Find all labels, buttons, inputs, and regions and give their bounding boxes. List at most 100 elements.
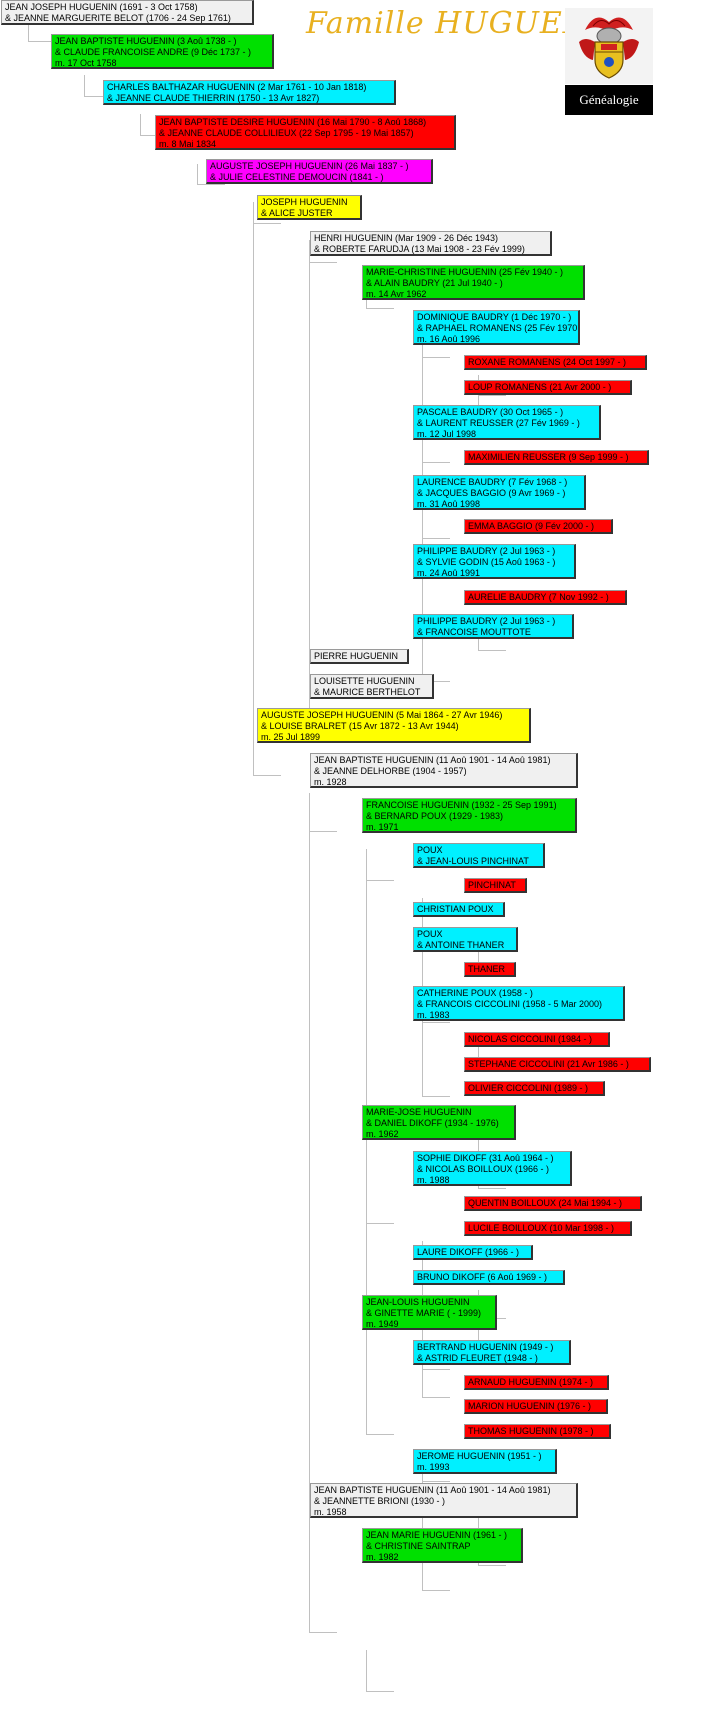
- person-box-21[interactable]: JEAN BAPTISTE HUGUENIN (11 Aoû 1901 - 14…: [310, 753, 578, 788]
- person-box-20[interactable]: AUGUSTE JOSEPH HUGUENIN (5 Mai 1864 - 27…: [257, 708, 531, 743]
- person-box-14[interactable]: EMMA BAGGIO (9 Fév 2000 - ): [464, 519, 613, 534]
- person-box-6[interactable]: HENRI HUGUENIN (Mar 1909 - 26 Déc 1943)&…: [310, 231, 552, 256]
- person-text-line: & JEAN-LOUIS PINCHINAT: [417, 856, 529, 866]
- person-box-8[interactable]: DOMINIQUE BAUDRY (1 Déc 1970 - )& RAPHAE…: [413, 310, 580, 345]
- person-text-line: QUENTIN BOILLOUX (24 Mai 1994 - ): [468, 1198, 623, 1208]
- person-box-28[interactable]: CATHERINE POUX (1958 - )& FRANCOIS CICCO…: [413, 986, 625, 1021]
- person-text-line: ARNAUD HUGUENIN (1974 - ): [468, 1377, 594, 1387]
- person-text-line: POUX: [417, 845, 443, 855]
- person-text-line: & JEANNE CLAUDE COLLILIEUX (22 Sep 1795 …: [159, 128, 414, 138]
- person-box-7[interactable]: MARIE-CHRISTINE HUGUENIN (25 Fév 1940 - …: [362, 265, 585, 300]
- person-box-44[interactable]: JEAN BAPTISTE HUGUENIN (11 Aoû 1901 - 14…: [310, 1483, 578, 1518]
- person-text-line: LOUP ROMANENS (21 Avr 2000 - ): [468, 382, 612, 392]
- person-text-line: MAXIMILIEN REUSSER (9 Sep 1999 - ): [468, 452, 629, 462]
- person-text-line: & MAURICE BERTHELOT: [314, 687, 421, 697]
- person-box-16[interactable]: AURELIE BAUDRY (7 Nov 1992 - ): [464, 590, 627, 605]
- person-box-9[interactable]: ROXANE ROMANENS (24 Oct 1997 - ): [464, 355, 647, 370]
- person-box-38[interactable]: JEAN-LOUIS HUGUENIN& GINETTE MARIE ( - 1…: [362, 1295, 497, 1330]
- person-box-12[interactable]: MAXIMILIEN REUSSER (9 Sep 1999 - ): [464, 450, 649, 465]
- person-text-line: & JEANNE CLAUDE THIERRIN (1750 - 13 Avr …: [107, 93, 320, 103]
- person-text-line: & CLAUDE FRANCOISE ANDRE (9 Déc 1737 - ): [55, 47, 252, 57]
- person-text-line: m. 1949: [366, 1319, 399, 1329]
- person-text-line: & ROBERTE FARUDJA (13 Mai 1908 - 23 Fév …: [314, 244, 525, 254]
- person-text-line: JOSEPH HUGUENIN: [261, 197, 348, 207]
- person-text-line: JEAN BAPTISTE HUGUENIN (11 Aoû 1901 - 14…: [314, 755, 551, 765]
- person-box-2[interactable]: CHARLES BALTHAZAR HUGUENIN (2 Mar 1761 -…: [103, 80, 396, 105]
- person-text-line: m. 1928: [314, 777, 347, 787]
- person-text-line: & CHRISTINE SAINTRAP: [366, 1541, 471, 1551]
- person-box-15[interactable]: PHILIPPE BAUDRY (2 Jul 1963 - )& SYLVIE …: [413, 544, 576, 579]
- person-box-43[interactable]: JEROME HUGUENIN (1951 - )m. 1993: [413, 1449, 557, 1474]
- person-text-line: & DANIEL DIKOFF (1934 - 1976): [366, 1118, 499, 1128]
- person-text-line: m. 1988: [417, 1175, 450, 1185]
- person-text-line: & FRANCOISE MOUTTOTE: [417, 627, 531, 637]
- person-text-line: JEAN MARIE HUGUENIN (1961 - ): [366, 1530, 508, 1540]
- person-box-45[interactable]: JEAN MARIE HUGUENIN (1961 - )& CHRISTINE…: [362, 1528, 523, 1563]
- genealogie-button[interactable]: Généalogie: [565, 85, 653, 115]
- person-text-line: & LOUISE BRALRET (15 Avr 1872 - 13 Avr 1…: [261, 721, 459, 731]
- person-text-line: CHARLES BALTHAZAR HUGUENIN (2 Mar 1761 -…: [107, 82, 367, 92]
- person-text-line: LUCILE BOILLOUX (10 Mar 1998 - ): [468, 1223, 615, 1233]
- person-text-line: THANER: [468, 964, 506, 974]
- person-box-30[interactable]: STEPHANE CICCOLINI (21 Avr 1986 - ): [464, 1057, 651, 1072]
- person-text-line: PHILIPPE BAUDRY (2 Jul 1963 - ): [417, 616, 556, 626]
- person-text-line: MARIE-CHRISTINE HUGUENIN (25 Fév 1940 - …: [366, 267, 564, 277]
- person-text-line: JEROME HUGUENIN (1951 - ): [417, 1451, 542, 1461]
- person-box-1[interactable]: JEAN BAPTISTE HUGUENIN (3 Aoû 1738 - )& …: [51, 34, 274, 69]
- person-text-line: PASCALE BAUDRY (30 Oct 1965 - ): [417, 407, 564, 417]
- person-text-line: POUX: [417, 929, 443, 939]
- person-box-37[interactable]: BRUNO DIKOFF (6 Aoû 1969 - ): [413, 1270, 565, 1285]
- person-box-35[interactable]: LUCILE BOILLOUX (10 Mar 1998 - ): [464, 1221, 632, 1236]
- person-text-line: & LAURENT REUSSER (27 Fév 1969 - ): [417, 418, 580, 428]
- person-text-line: DOMINIQUE BAUDRY (1 Déc 1970 - ): [417, 312, 572, 322]
- person-text-line: FRANCOISE HUGUENIN (1932 - 25 Sep 1991): [366, 800, 557, 810]
- person-box-39[interactable]: BERTRAND HUGUENIN (1949 - )& ASTRID FLEU…: [413, 1340, 571, 1365]
- person-text-line: & BERNARD POUX (1929 - 1983): [366, 811, 504, 821]
- person-text-line: PHILIPPE BAUDRY (2 Jul 1963 - ): [417, 546, 556, 556]
- person-text-line: & ALICE JUSTER: [261, 208, 333, 218]
- person-box-5[interactable]: JOSEPH HUGUENIN& ALICE JUSTER: [257, 195, 362, 220]
- person-text-line: STEPHANE CICCOLINI (21 Avr 1986 - ): [468, 1059, 629, 1069]
- person-box-13[interactable]: LAURENCE BAUDRY (7 Fév 1968 - )& JACQUES…: [413, 475, 586, 510]
- person-text-line: AURELIE BAUDRY (7 Nov 1992 - ): [468, 592, 609, 602]
- person-text-line: HENRI HUGUENIN (Mar 1909 - 26 Déc 1943): [314, 233, 499, 243]
- person-text-line: JEAN BAPTISTE DESIRE HUGUENIN (16 Mai 17…: [159, 117, 427, 127]
- person-box-24[interactable]: PINCHINAT: [464, 878, 527, 893]
- person-box-33[interactable]: SOPHIE DIKOFF (31 Aoû 1964 - )& NICOLAS …: [413, 1151, 572, 1186]
- person-box-25[interactable]: CHRISTIAN POUX: [413, 902, 505, 917]
- person-box-41[interactable]: MARION HUGUENIN (1976 - ): [464, 1399, 608, 1414]
- person-box-34[interactable]: QUENTIN BOILLOUX (24 Mai 1994 - ): [464, 1196, 642, 1211]
- person-text-line: JEAN BAPTISTE HUGUENIN (11 Aoû 1901 - 14…: [314, 1485, 551, 1495]
- person-text-line: & ANTOINE THANER: [417, 940, 505, 950]
- person-box-0[interactable]: JEAN JOSEPH HUGUENIN (1691 - 3 Oct 1758)…: [1, 0, 254, 25]
- person-box-19[interactable]: LOUISETTE HUGUENIN& MAURICE BERTHELOT: [310, 674, 434, 699]
- person-box-18[interactable]: PIERRE HUGUENIN: [310, 649, 409, 664]
- person-box-22[interactable]: FRANCOISE HUGUENIN (1932 - 25 Sep 1991)&…: [362, 798, 577, 833]
- person-box-27[interactable]: THANER: [464, 962, 516, 977]
- person-box-36[interactable]: LAURE DIKOFF (1966 - ): [413, 1245, 533, 1260]
- person-box-42[interactable]: THOMAS HUGUENIN (1978 - ): [464, 1424, 611, 1439]
- person-text-line: & RAPHAEL ROMANENS (25 Fév 1970 - ): [417, 323, 580, 333]
- person-text-line: & JACQUES BAGGIO (9 Avr 1969 - ): [417, 488, 566, 498]
- person-box-40[interactable]: ARNAUD HUGUENIN (1974 - ): [464, 1375, 609, 1390]
- person-box-4[interactable]: AUGUSTE JOSEPH HUGUENIN (26 Mai 1837 - )…: [206, 159, 433, 184]
- person-box-17[interactable]: PHILIPPE BAUDRY (2 Jul 1963 - )& FRANCOI…: [413, 614, 574, 639]
- person-text-line: m. 1983: [417, 1010, 450, 1020]
- person-box-11[interactable]: PASCALE BAUDRY (30 Oct 1965 - )& LAURENT…: [413, 405, 601, 440]
- person-text-line: SOPHIE DIKOFF (31 Aoû 1964 - ): [417, 1153, 554, 1163]
- person-text-line: MARIE-JOSE HUGUENIN: [366, 1107, 472, 1117]
- person-text-line: m. 24 Aoû 1991: [417, 568, 481, 578]
- person-box-29[interactable]: NICOLAS CICCOLINI (1984 - ): [464, 1032, 610, 1047]
- person-text-line: m. 14 Avr 1962: [366, 289, 427, 299]
- person-box-32[interactable]: MARIE-JOSE HUGUENIN& DANIEL DIKOFF (1934…: [362, 1105, 516, 1140]
- person-box-26[interactable]: POUX& ANTOINE THANER: [413, 927, 518, 952]
- person-text-line: m. 8 Mai 1834: [159, 139, 217, 149]
- person-box-23[interactable]: POUX& JEAN-LOUIS PINCHINAT: [413, 843, 545, 868]
- person-text-line: m. 1971: [366, 822, 399, 832]
- person-box-10[interactable]: LOUP ROMANENS (21 Avr 2000 - ): [464, 380, 632, 395]
- person-text-line: BERTRAND HUGUENIN (1949 - ): [417, 1342, 554, 1352]
- person-text-line: & JEANNETTE BRIONI (1930 - ): [314, 1496, 446, 1506]
- person-box-3[interactable]: JEAN BAPTISTE DESIRE HUGUENIN (16 Mai 17…: [155, 115, 456, 150]
- person-text-line: EMMA BAGGIO (9 Fév 2000 - ): [468, 521, 595, 531]
- person-box-31[interactable]: OLIVIER CICCOLINI (1989 - ): [464, 1081, 605, 1096]
